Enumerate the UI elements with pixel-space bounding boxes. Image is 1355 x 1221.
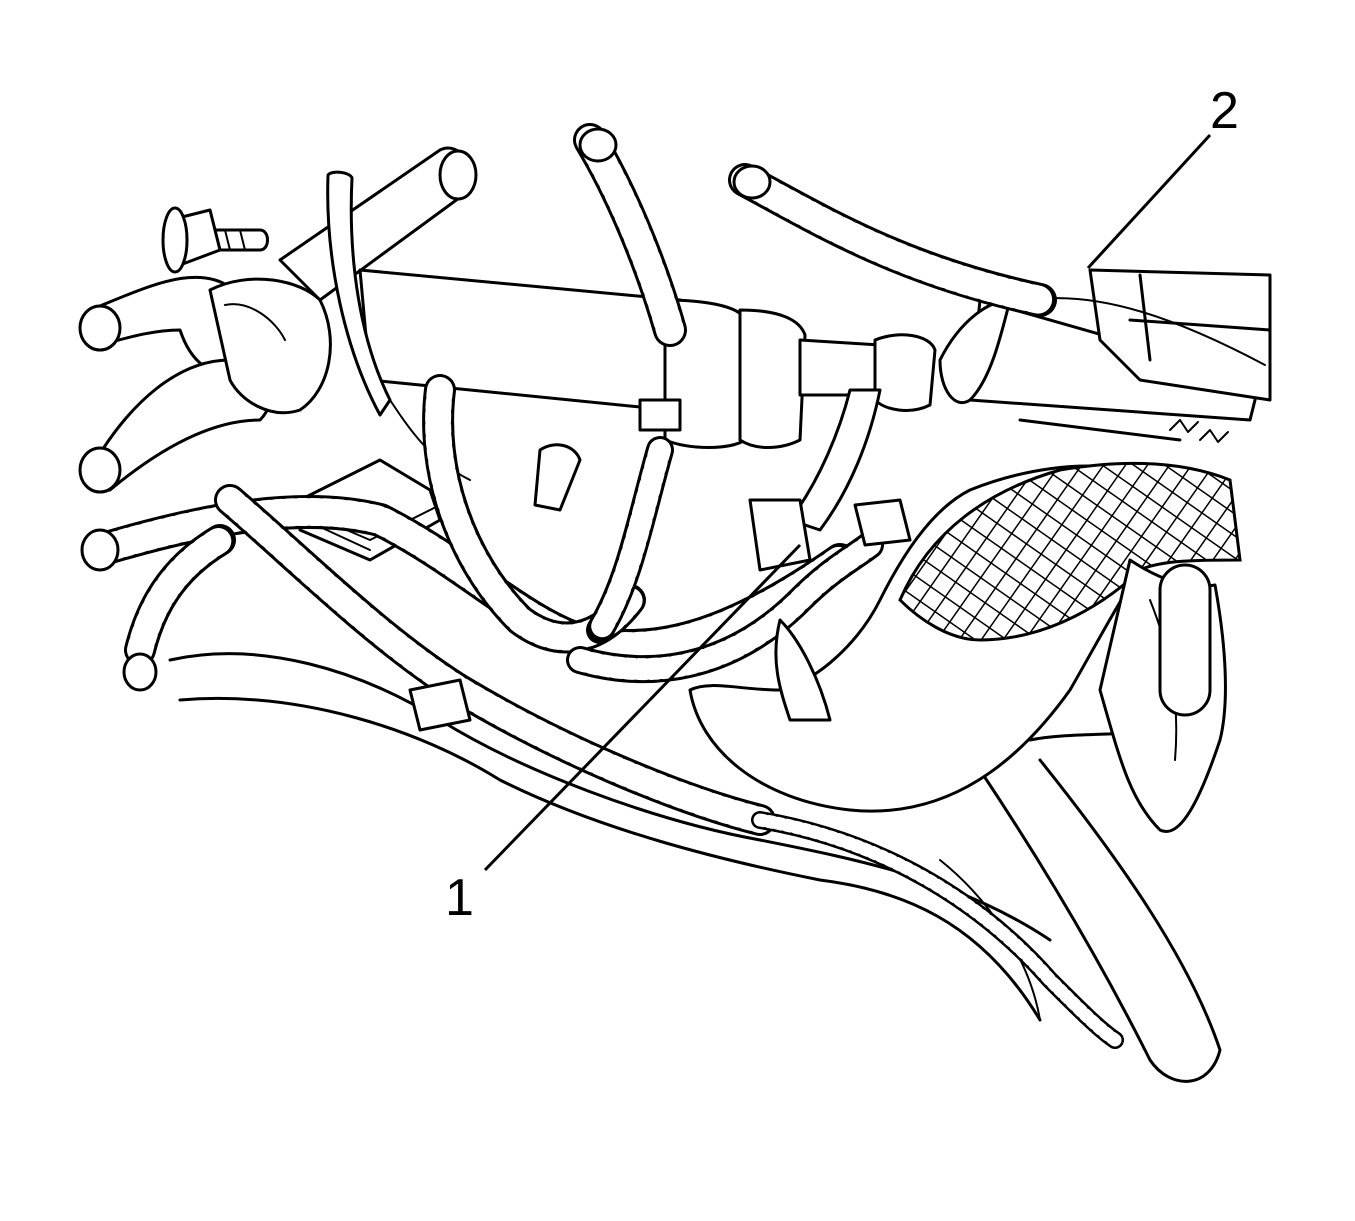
top-rail (278, 146, 478, 302)
mesh-covered-hose (688, 461, 1242, 833)
lower-frame (168, 652, 1222, 1083)
bolt (161, 206, 269, 274)
callout-2-leader (1086, 133, 1212, 270)
left-hoses (78, 275, 332, 494)
callout-2-label: 2 (1210, 82, 1239, 140)
wiring-harness (80, 123, 1124, 1049)
callout-1: 1 (445, 543, 802, 927)
fuel-rail (358, 268, 1262, 449)
callout-1-label: 1 (445, 869, 474, 927)
clips-and-fittings (408, 388, 912, 732)
callout-1-leader (483, 543, 802, 872)
upper-right-bracket (1029, 268, 1272, 402)
callout-2: 2 (1086, 82, 1239, 270)
